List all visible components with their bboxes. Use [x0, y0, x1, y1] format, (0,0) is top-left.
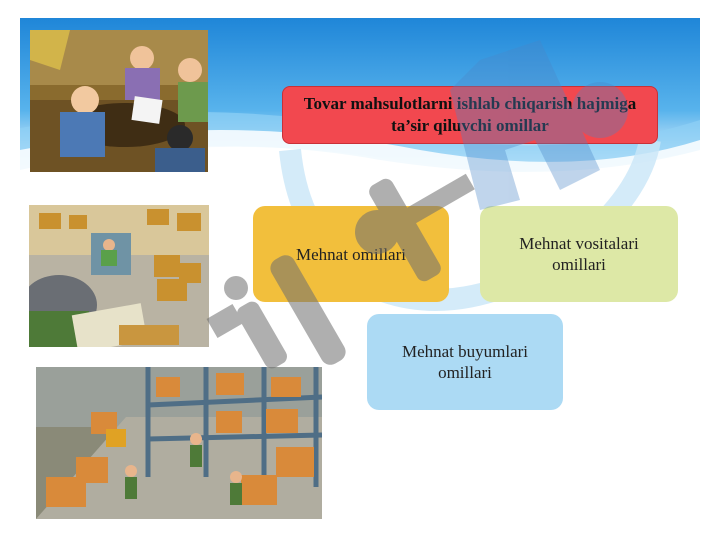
- warehouse-shelves-image: [36, 367, 322, 519]
- office-meeting-image: [30, 30, 208, 172]
- node-mehnat-omillari: Mehnat omillari: [253, 206, 449, 302]
- node-mehnat-buyumlari-omillari: Mehnat buyumlari omillari: [367, 314, 563, 410]
- warehouse-worker-image: [29, 205, 209, 347]
- diagram-title: Tovar mahsulotlarni ishlab chiqarish haj…: [282, 86, 658, 144]
- node-mehnat-vositalari-omillari: Mehnat vositalari omillari: [480, 206, 678, 302]
